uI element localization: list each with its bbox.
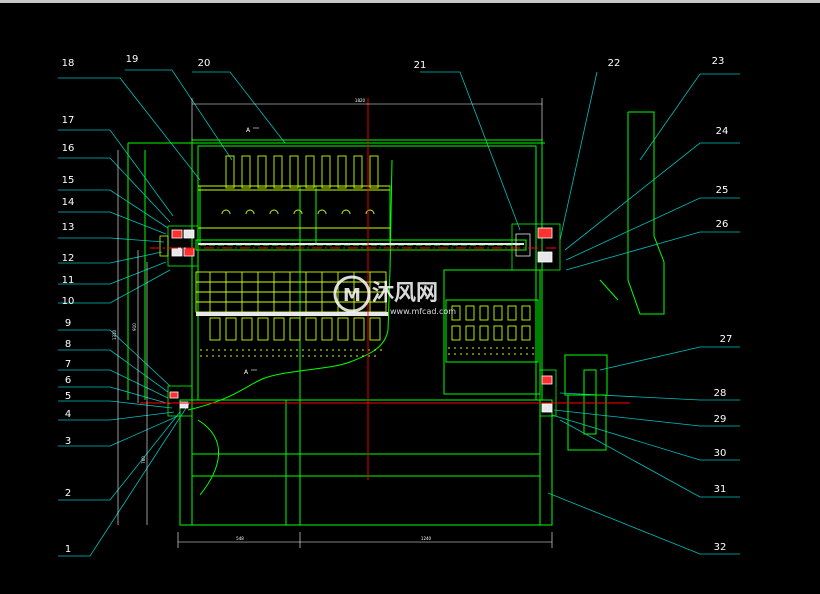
label-16: 16 xyxy=(62,143,75,154)
label-29: 29 xyxy=(714,414,727,425)
dim-vertical-outer: 1310 xyxy=(112,329,117,340)
dim-vertical-low: 760 xyxy=(141,456,146,464)
label-23: 23 xyxy=(712,56,725,67)
section-mark-bottom: A xyxy=(244,369,249,376)
label-3: 3 xyxy=(65,436,71,447)
frame-outline xyxy=(127,111,665,526)
label-22: 22 xyxy=(608,58,621,69)
label-6: 6 xyxy=(65,375,71,386)
svg-text:M: M xyxy=(343,285,361,306)
label-17: 17 xyxy=(62,115,75,126)
dim-bottom-right: 1240 xyxy=(421,536,432,541)
label-14: 14 xyxy=(62,197,75,208)
label-5: 5 xyxy=(65,391,71,402)
label-9: 9 xyxy=(65,318,71,329)
label-24: 24 xyxy=(716,126,729,137)
label-21: 21 xyxy=(414,60,427,71)
dimension-text: 1820 548 1240 1310 910 760 xyxy=(112,98,432,541)
label-2: 2 xyxy=(65,488,71,499)
label-4: 4 xyxy=(65,409,71,420)
hook-row xyxy=(221,209,375,215)
white-band xyxy=(196,312,388,316)
label-32: 32 xyxy=(714,542,727,553)
white-band-2 xyxy=(198,243,524,245)
component-detail xyxy=(195,155,538,357)
dim-top-overall: 1820 xyxy=(355,98,366,103)
rivet-row xyxy=(200,347,538,357)
part-labels-right: 21 22 23 24 25 26 27 28 29 30 31 32 xyxy=(414,56,733,553)
label-11: 11 xyxy=(62,275,75,286)
leader-lines xyxy=(58,69,740,557)
right-box-detail xyxy=(451,305,531,341)
watermark-text: 沐风网 xyxy=(372,281,438,306)
lower-teeth xyxy=(209,317,381,341)
left-bearing-top xyxy=(159,225,199,267)
dim-bottom-left: 548 xyxy=(236,536,244,541)
label-30: 30 xyxy=(714,448,727,459)
label-25: 25 xyxy=(716,185,729,196)
label-15: 15 xyxy=(62,175,75,186)
section-marks: A A xyxy=(244,127,259,376)
left-bearing-bottom xyxy=(167,385,193,417)
label-13: 13 xyxy=(62,222,75,233)
bar-bank xyxy=(195,271,387,313)
label-28: 28 xyxy=(714,388,727,399)
right-bearing-bottom xyxy=(539,369,557,417)
label-1: 1 xyxy=(65,544,71,555)
window-top-edge xyxy=(0,0,820,3)
top-fingers xyxy=(225,155,379,189)
label-12: 12 xyxy=(62,253,75,264)
label-10: 10 xyxy=(62,296,75,307)
label-7: 7 xyxy=(65,359,71,370)
dimension-lines xyxy=(117,98,553,548)
part-labels-left: 18 19 20 17 16 15 14 13 12 11 10 9 8 7 6… xyxy=(62,54,211,555)
label-19: 19 xyxy=(126,54,139,65)
section-mark-top: A xyxy=(246,127,251,134)
right-bearing-top xyxy=(511,223,561,271)
watermark: M 沐风网 www.mfcad.com xyxy=(333,275,456,316)
dim-vertical-mid: 910 xyxy=(132,323,137,331)
label-20: 20 xyxy=(198,58,211,69)
label-18: 18 xyxy=(62,58,75,69)
watermark-url: www.mfcad.com xyxy=(390,307,456,316)
label-27: 27 xyxy=(720,334,733,345)
label-26: 26 xyxy=(716,219,729,230)
label-31: 31 xyxy=(714,484,727,495)
watermark-logo-icon: M xyxy=(333,275,371,313)
label-8: 8 xyxy=(65,339,71,350)
